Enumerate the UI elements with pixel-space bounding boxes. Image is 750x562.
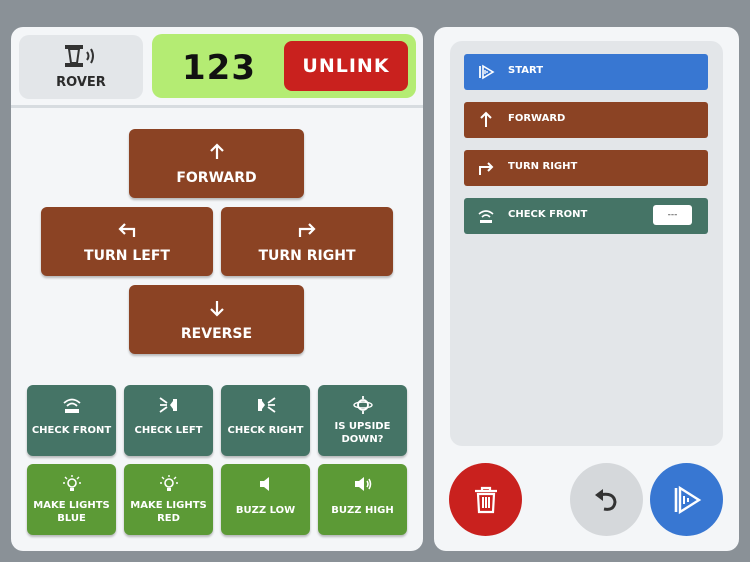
turn-left-button[interactable]: TURN LEFT [41,207,213,276]
program-block-forward[interactable]: FORWARD [464,102,708,138]
check-front-value-input[interactable] [653,205,692,225]
check-front-label: CHECK FRONT [31,425,112,436]
link-code: 123 [182,48,256,88]
sensor-front-icon [62,398,81,413]
header-divider [11,105,423,108]
buzz-low-label: BUZZ LOW [235,505,296,516]
command-panel: ROVER 123 UNLINK FORWARD TURN LEFT TURN … [11,27,423,551]
turn-right-button[interactable]: TURN RIGHT [221,207,393,276]
device-tile[interactable]: ROVER [19,35,143,99]
check-front-button[interactable]: CHECK FRONT [27,385,116,456]
bulb-icon [62,475,81,491]
program-canvas[interactable]: START FORWARD TURN RIGHT CHECK FRONT [450,41,723,446]
is-upside-down-button[interactable]: IS UPSIDE DOWN? [318,385,407,456]
make-lights-blue-button[interactable]: MAKE LIGHTS BLUE [27,464,116,535]
make-lights-red-button[interactable]: MAKE LIGHTS RED [124,464,213,535]
check-right-button[interactable]: CHECK RIGHT [221,385,310,456]
reverse-button[interactable]: REVERSE [129,285,304,354]
turn-right-icon [298,223,316,237]
program-panel: START FORWARD TURN RIGHT CHECK FRONT [434,27,739,551]
program-block-check-front[interactable]: CHECK FRONT [464,198,708,234]
arrow-up-icon [209,143,224,159]
undo-button[interactable] [570,463,643,536]
program-block-turn-right[interactable]: TURN RIGHT [464,150,708,186]
buzz-high-button[interactable]: BUZZ HIGH [318,464,407,535]
turn-right-label: TURN RIGHT [258,248,356,264]
run-icon [674,485,701,514]
program-block-label: START [508,65,544,76]
turn-left-icon [118,223,136,237]
sensor-right-icon [257,397,276,413]
reverse-label: REVERSE [180,326,253,342]
check-right-label: CHECK RIGHT [227,425,304,436]
program-block-start[interactable]: START [464,54,708,90]
bulb-icon [159,475,178,491]
trash-icon [474,486,497,513]
program-block-label: TURN RIGHT [508,161,578,172]
is-upside-down-label: IS UPSIDE DOWN? [334,421,391,445]
forward-button[interactable]: FORWARD [129,129,304,198]
program-block-label: FORWARD [508,113,566,124]
make-lights-red-label: MAKE LIGHTS RED [130,500,207,524]
rover-device-icon [65,45,94,67]
make-lights-blue-label: MAKE LIGHTS BLUE [33,500,110,524]
turn-right-icon [479,162,494,175]
sensor-left-icon [158,397,177,413]
trash-button[interactable] [449,463,522,536]
buzz-high-label: BUZZ HIGH [331,505,394,516]
program-block-label: CHECK FRONT [508,209,588,220]
speaker-icon [259,477,269,491]
check-left-label: CHECK LEFT [134,425,203,436]
turn-left-label: TURN LEFT [84,248,170,264]
sensor-front-icon [478,210,494,223]
unlink-button[interactable]: UNLINK [284,41,408,91]
forward-label: FORWARD [176,170,257,186]
orientation-icon [352,396,373,414]
link-status: 123 UNLINK [152,34,416,98]
speaker-loud-icon [354,477,371,491]
run-button[interactable] [650,463,723,536]
start-icon [479,64,495,80]
arrow-down-icon [209,301,224,317]
arrow-up-icon [480,111,492,127]
undo-icon [594,488,617,511]
check-left-button[interactable]: CHECK LEFT [124,385,213,456]
device-name: ROVER [56,75,106,90]
buzz-low-button[interactable]: BUZZ LOW [221,464,310,535]
